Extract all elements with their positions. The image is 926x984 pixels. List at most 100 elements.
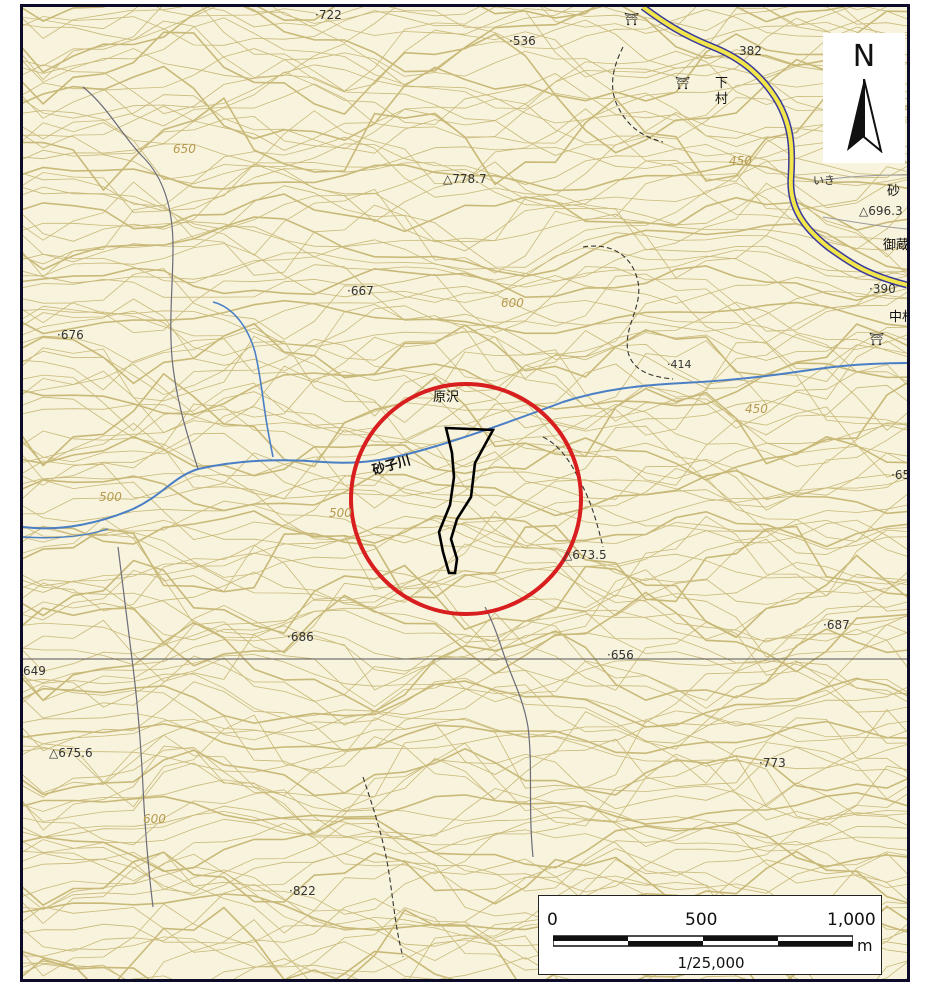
contour-line: [23, 681, 907, 753]
contour-line: [23, 519, 907, 550]
contour-line: [23, 327, 907, 364]
place-label-iki: いき: [813, 174, 835, 187]
contour-line: [23, 848, 907, 894]
contour-line: [23, 561, 907, 604]
contour-line: [23, 471, 907, 503]
place-label-harasawa: 原沢: [433, 390, 460, 405]
contour-line: [23, 708, 907, 808]
project-site: [437, 426, 496, 575]
contour-line: [23, 810, 907, 846]
contour-line: [23, 300, 907, 350]
contour-line: [23, 105, 907, 151]
elevation-label: ·536: [509, 34, 536, 48]
contour-line: [23, 710, 907, 739]
contour-line: [23, 734, 907, 800]
contour-line: [23, 265, 907, 302]
contour-line: [23, 363, 907, 429]
contour-line: [23, 818, 907, 855]
elevation-label: ·390: [869, 282, 896, 296]
contour-line: [23, 340, 907, 432]
contour-line: [23, 423, 907, 480]
contour-line: [23, 161, 907, 223]
contour-line: [23, 469, 907, 517]
contour-line: [23, 569, 907, 658]
contour-line: [23, 136, 907, 209]
contour-line: [23, 160, 907, 252]
place-label-suna: 砂: [887, 184, 901, 199]
map-frame: 原沢 砂子川 下 村 砂 御蔵 中村 いき ⛩ ⛩ ⛩ ·722 ·536 38…: [20, 4, 910, 982]
contour-line: [23, 677, 907, 744]
contour-line: [23, 746, 907, 811]
contour-line: [272, 7, 887, 33]
river-isago: [23, 362, 907, 530]
contour-label: 500: [329, 506, 352, 520]
contour-line: [23, 571, 907, 609]
contour-line: [23, 299, 907, 335]
scale-bar-panel: 0 500 1,000 m 1/25,000: [538, 895, 882, 975]
contour-line: [23, 569, 907, 640]
contour-line: [23, 853, 907, 915]
contour-line: [23, 554, 907, 639]
elevation-label: ·667: [347, 284, 374, 298]
contour-line: [23, 538, 907, 617]
contour-lines: [23, 7, 907, 979]
contour-line: [156, 7, 874, 17]
contour-line: [23, 17, 907, 85]
contour-line: [23, 17, 907, 94]
contour-line: [23, 249, 907, 288]
contour-line: [23, 669, 907, 727]
scale-tick-0: 0: [547, 910, 558, 930]
contour-line: [23, 515, 907, 568]
contour-label: 500: [99, 490, 122, 504]
contour-line: [23, 500, 907, 544]
contour-line: [23, 112, 907, 160]
contour-line: [23, 835, 907, 897]
elevation-label: 649: [23, 664, 46, 678]
contour-line: [23, 594, 907, 643]
contour-line: [23, 621, 907, 713]
north-label: N: [852, 39, 876, 74]
trail-3: [612, 46, 664, 143]
contour-line: [23, 108, 907, 185]
place-label-mikura: 御蔵: [883, 238, 910, 253]
elevation-label: ·822: [289, 884, 316, 898]
contour-line: [23, 43, 907, 115]
contour-line: [23, 295, 907, 382]
contour-line: [23, 338, 907, 396]
contour-line: [23, 330, 907, 391]
elevation-label: ·686: [287, 630, 314, 644]
contour-line: [23, 181, 907, 258]
elevation-label: ·687: [823, 618, 850, 632]
contour-line: [23, 403, 907, 471]
trail-4: [362, 776, 404, 958]
elevation-label: ·773: [759, 756, 786, 770]
contour-line: [23, 372, 907, 468]
contour-line: [23, 517, 907, 582]
contour-line: [23, 182, 907, 268]
contour-line: [23, 510, 907, 548]
contour-line: [23, 711, 907, 784]
scale-tick-500: 500: [685, 910, 718, 930]
contour-line: [23, 782, 907, 848]
place-label-mura: 村: [715, 92, 729, 107]
contour-line: [23, 285, 907, 337]
site-circle: [349, 382, 583, 616]
elevation-label: ·414: [667, 358, 692, 371]
contour-line: [23, 630, 907, 666]
topographic-map: [23, 7, 907, 979]
contour-label: 450: [729, 154, 752, 168]
contour-line: [23, 821, 907, 882]
contour-line: [23, 900, 907, 979]
elevation-label: ·676: [57, 328, 84, 342]
contour-line: [23, 805, 907, 841]
trail-1: [582, 245, 674, 380]
elevation-label: △675.6: [49, 746, 93, 760]
contour-line: [23, 435, 907, 481]
place-label-shimo: 下: [715, 76, 729, 91]
contour-line: [23, 264, 907, 334]
stream-north: [82, 86, 199, 470]
contour-line: [23, 524, 907, 603]
contour-line: [23, 817, 907, 873]
shrine-icon: ⛩: [675, 76, 691, 90]
village-road: [812, 174, 907, 230]
